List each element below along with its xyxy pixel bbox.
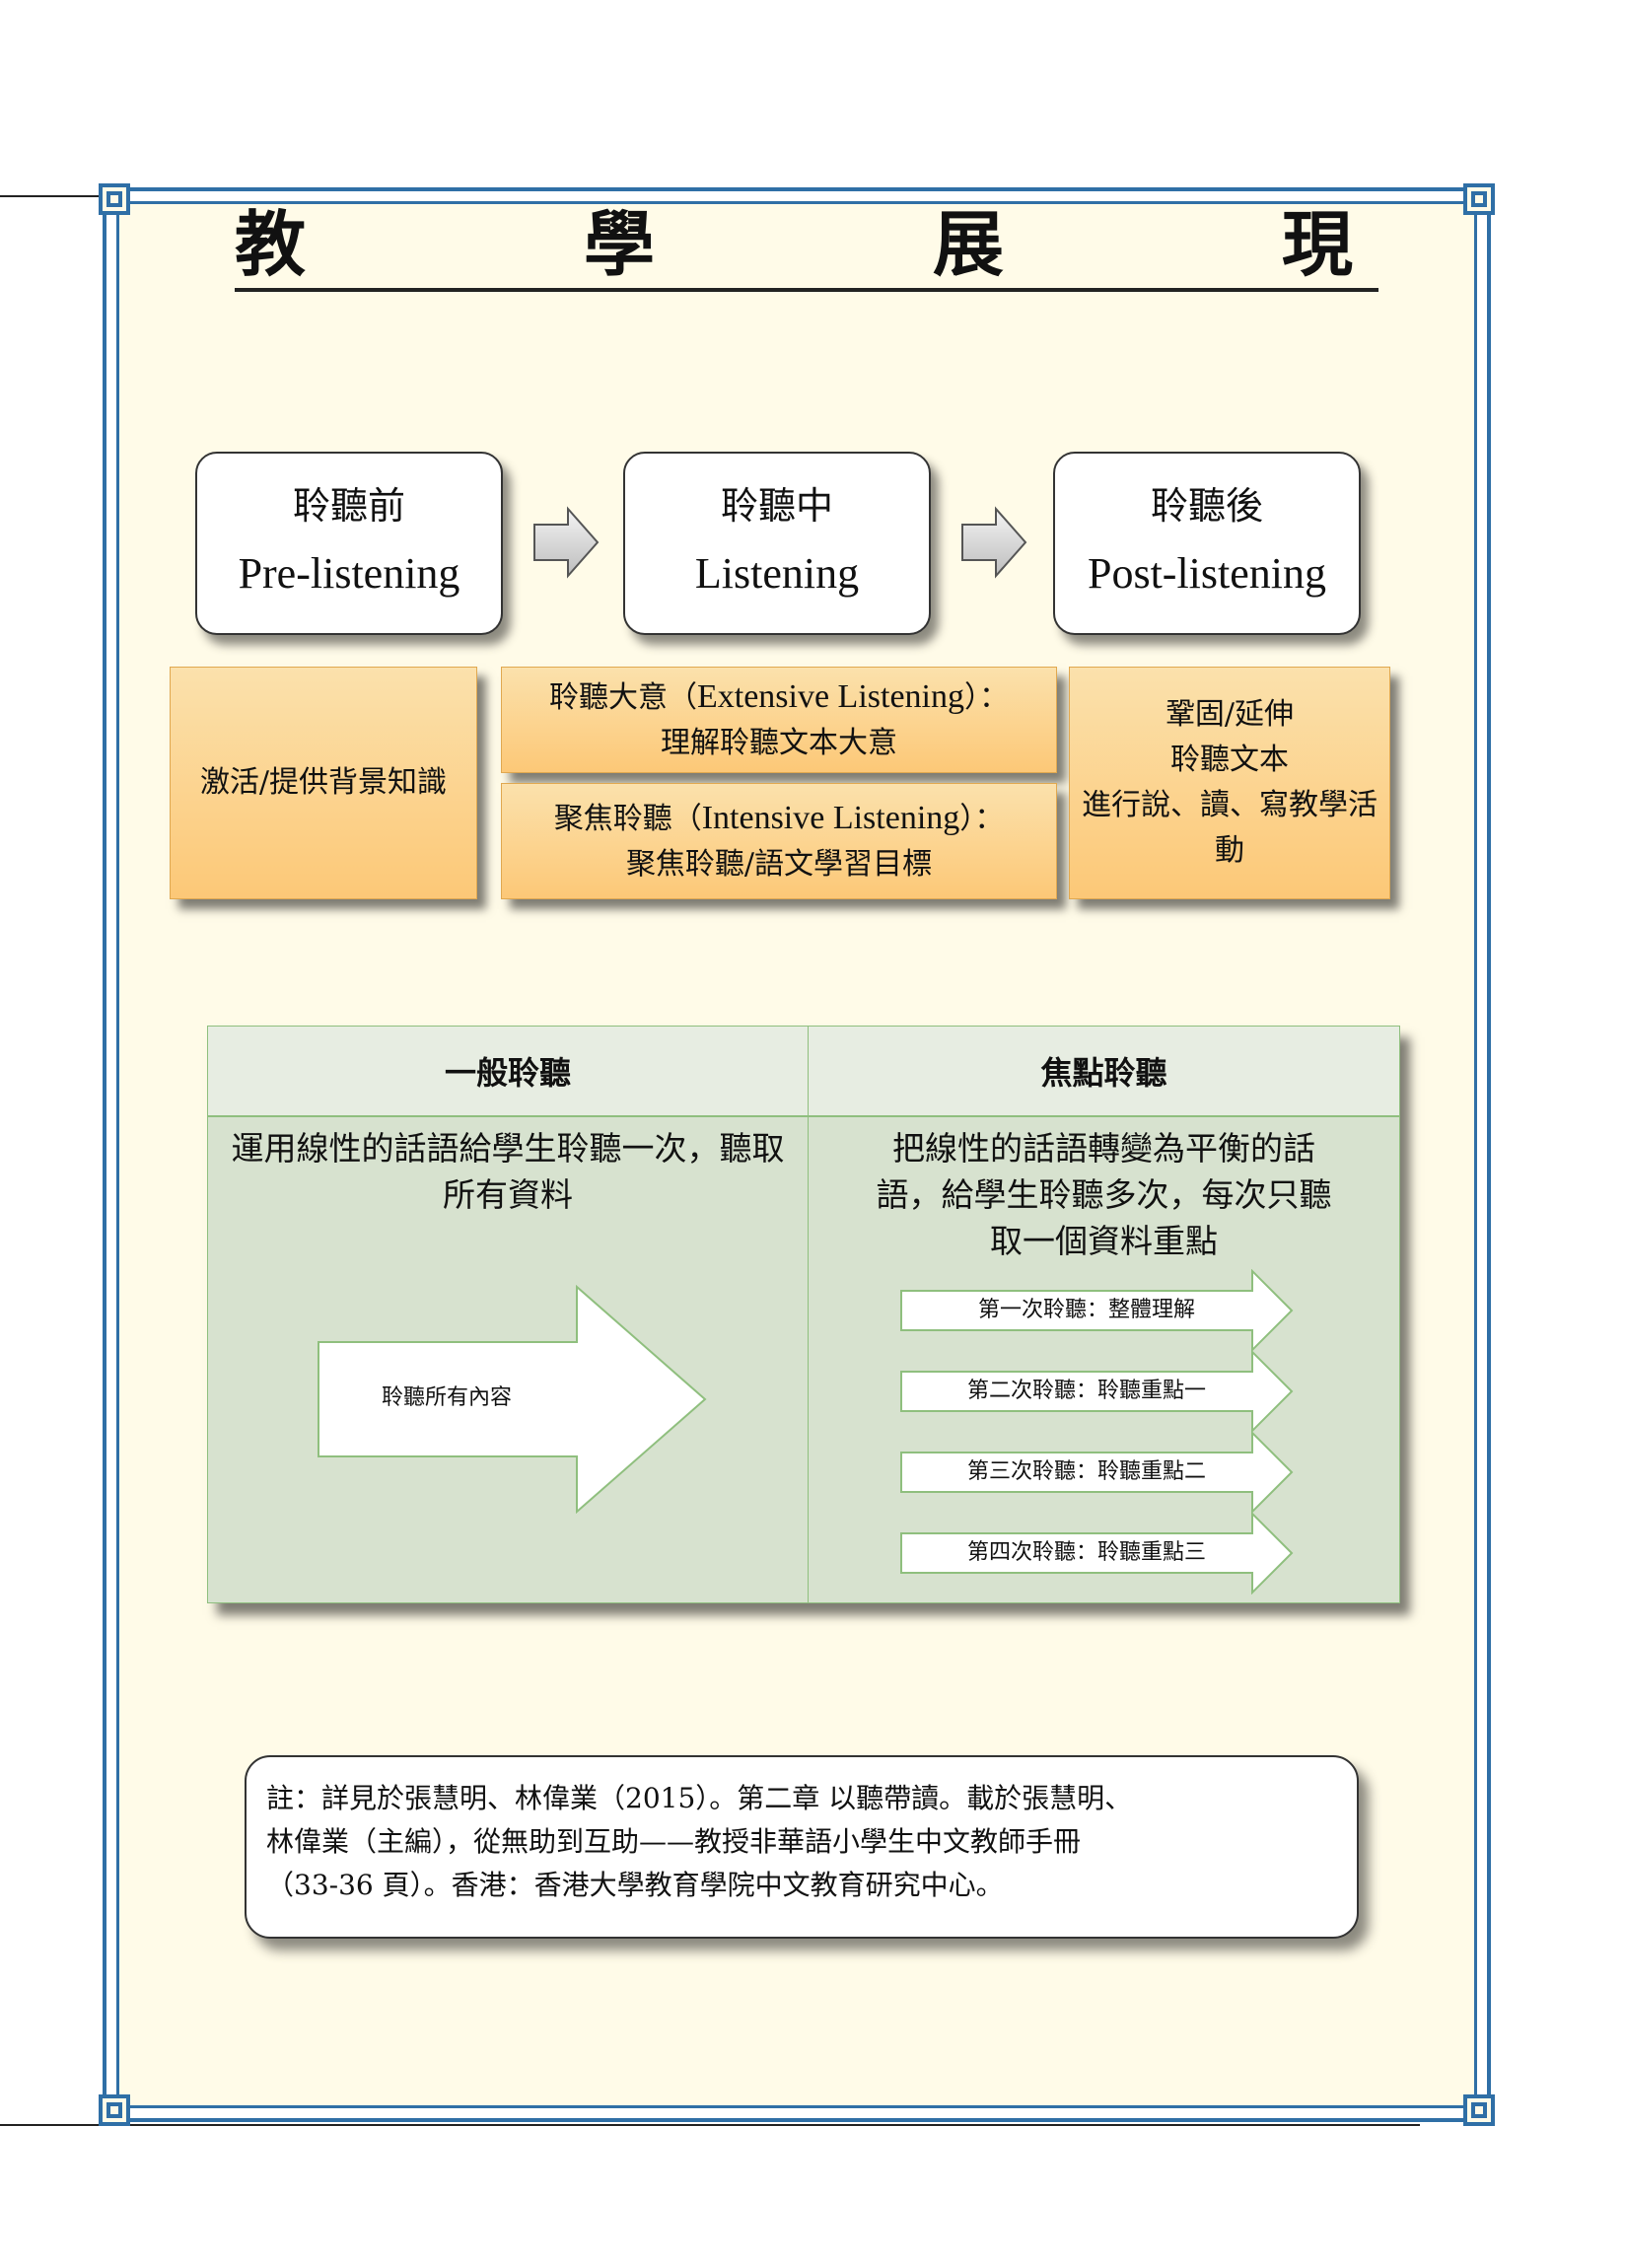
- intensive-zh: 聚焦聆聽: [553, 801, 672, 836]
- top-rule-line: [0, 195, 118, 197]
- bottom-rule-line: [0, 2124, 1420, 2126]
- sequence-label: 第四次聆聽：聆聽重點三: [966, 1540, 1206, 1565]
- stage-listening: 聆聽中 Listening: [623, 452, 931, 635]
- sequence-label: 第三次聆聽：聆聽重點二: [966, 1459, 1206, 1484]
- sequence-label: 第一次聆聽：整體理解: [977, 1298, 1195, 1322]
- table-header-general: 一般聆聽: [207, 1026, 809, 1116]
- comparison-table: 一般聆聽 焦點聆聽 運用線性的話語給學生聆聽一次，聽取所有資料 聆聽所有內容 把…: [207, 1026, 1400, 1603]
- general-description: 運用線性的話語給學生聆聽一次，聽取所有資料: [231, 1129, 785, 1214]
- sequence-arrow-icon: [900, 1269, 1294, 1352]
- header-label: 焦點聆聽: [1040, 1054, 1167, 1092]
- title-underline: [235, 288, 1378, 292]
- header-label: 一般聆聽: [444, 1054, 571, 1092]
- page-title-char: 學: [584, 202, 656, 286]
- post-activity-box: 鞏固/延伸 聆聽文本 進行說、讀、寫教學活動: [1069, 667, 1390, 899]
- page-title-char: 教: [235, 202, 307, 286]
- corner-ornament-icon: [1463, 183, 1495, 215]
- corner-ornament-icon: [99, 2094, 130, 2126]
- post-line: 聆聽文本: [1170, 743, 1289, 777]
- stage-pre-listening: 聆聽前 Pre-listening: [195, 452, 503, 635]
- arrow-right-icon: [961, 506, 1027, 579]
- note-line: 林偉業（主編），從無助到互助——教授非華語小學生中文教師手冊: [266, 1825, 1082, 1858]
- table-cell-focus: 把線性的話語轉變為平衡的話語，給學生聆聽多次，每次只聽取一個資料重點 第一次聆聽…: [808, 1116, 1400, 1603]
- stage-en-label: Listening: [694, 549, 860, 598]
- stage-en-label: Pre-listening: [238, 549, 460, 598]
- extensive-desc: 理解聆聽文本大意: [660, 725, 897, 760]
- intensive-desc: 聚焦聆聽/語文學習目標: [625, 846, 933, 882]
- sequence-label: 第二次聆聽：聆聽重點一: [966, 1379, 1206, 1403]
- pre-activity-text: 激活/提供背景知識: [199, 765, 448, 800]
- stage-zh-label: 聆聽中: [720, 484, 833, 528]
- page-frame-outer: [103, 187, 1491, 2122]
- note-line: 註：詳見於張慧明、林偉業（2015）。第二章 以聽帶讀。載於張慧明、: [266, 1782, 1133, 1814]
- corner-ornament-icon: [99, 183, 130, 215]
- extensive-en: Extensive Listening: [696, 677, 964, 715]
- post-line: 鞏固/延伸: [1165, 697, 1295, 732]
- corner-ornament-icon: [1463, 2094, 1495, 2126]
- table-cell-general: 運用線性的話語給學生聆聽一次，聽取所有資料 聆聽所有內容: [207, 1116, 809, 1603]
- sequence-arrow-icon: [900, 1512, 1294, 1595]
- pre-activity-box: 激活/提供背景知識: [170, 667, 477, 899]
- extensive-zh: 聆聽大意: [548, 679, 668, 715]
- arrow-right-icon: [533, 506, 600, 579]
- focus-description: 把線性的話語轉變為平衡的話語，給學生聆聽多次，每次只聽取一個資料重點: [876, 1129, 1332, 1260]
- post-line: 進行說、讀、寫教學活動: [1082, 788, 1378, 868]
- stage-zh-label: 聆聽後: [1150, 484, 1263, 528]
- extensive-listening-box: 聆聽大意（Extensive Listening）： 理解聆聽文本大意: [501, 667, 1057, 773]
- intensive-listening-box: 聚焦聆聽（Intensive Listening）： 聚焦聆聽/語文學習目標: [501, 783, 1057, 899]
- table-header-focus: 焦點聆聽: [808, 1026, 1400, 1116]
- sequence-arrow-icon: [900, 1431, 1294, 1514]
- note-line: （33-36 頁）。香港：香港大學教育學院中文教育研究中心。: [266, 1869, 1004, 1901]
- stage-en-label: Post-listening: [1087, 549, 1327, 598]
- intensive-en: Intensive Listening: [701, 799, 960, 836]
- big-arrow-label: 聆聽所有內容: [381, 1385, 512, 1410]
- sequence-arrow-icon: [900, 1350, 1294, 1433]
- reference-note: 註：詳見於張慧明、林偉業（2015）。第二章 以聽帶讀。載於張慧明、 林偉業（主…: [245, 1755, 1359, 1939]
- big-arrow-icon: [318, 1285, 707, 1514]
- page-title-char: 現: [1282, 202, 1354, 286]
- page-title-char: 展: [933, 202, 1005, 286]
- stage-zh-label: 聆聽前: [292, 484, 405, 528]
- stage-post-listening: 聆聽後 Post-listening: [1053, 452, 1361, 635]
